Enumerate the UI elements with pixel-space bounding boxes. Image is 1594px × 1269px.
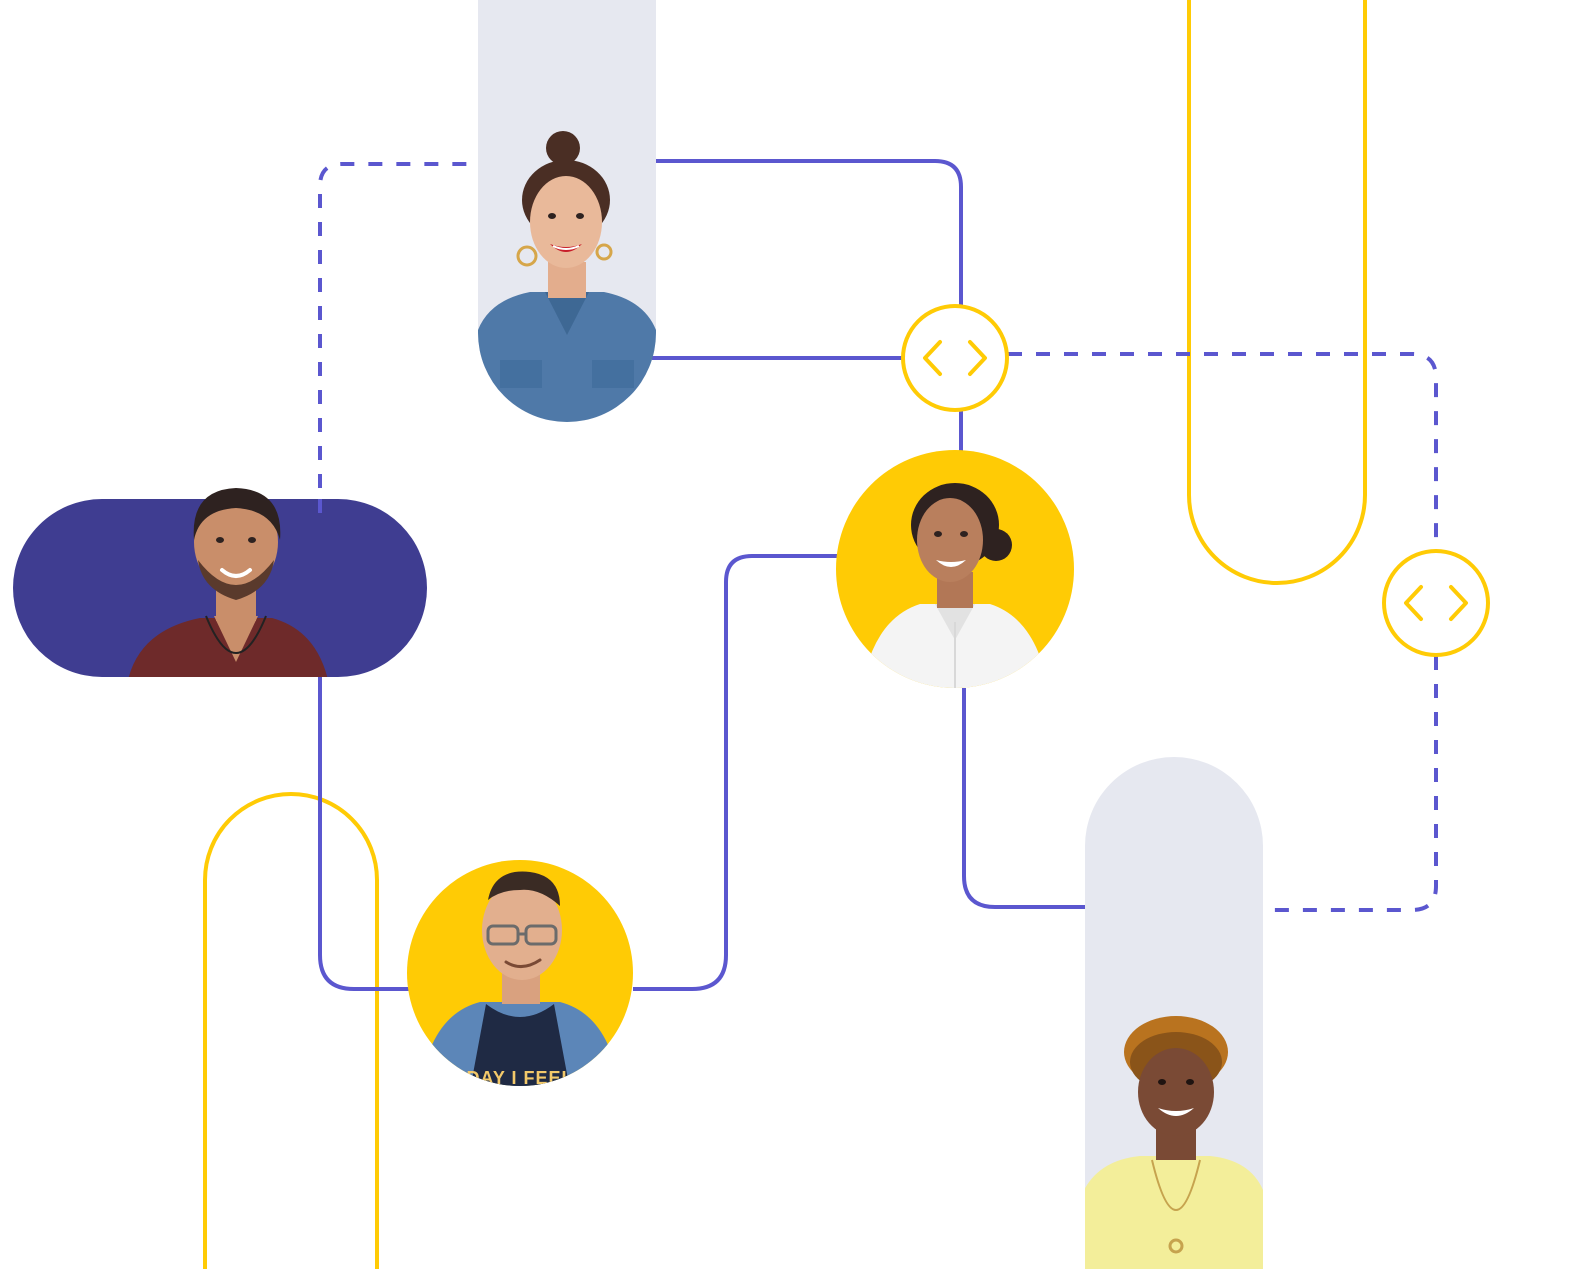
portrait-man-maroon-shirt xyxy=(128,488,328,677)
portrait-woman-white-shirt xyxy=(860,483,1050,688)
code-brackets-icon xyxy=(1404,585,1468,621)
gray-panel-bottom xyxy=(1085,757,1263,1269)
code-node-right xyxy=(1382,549,1490,657)
dashed-connector-top-left xyxy=(318,162,478,516)
portrait-man-glasses-denim: DAY I FEEL xyxy=(420,871,620,1088)
code-brackets-icon xyxy=(923,340,987,376)
code-node-center xyxy=(901,304,1009,412)
connector-panel-to-node xyxy=(656,159,963,306)
connector-circle-to-bottom-circle xyxy=(633,554,838,991)
yellow-arch-bottom-left xyxy=(203,792,379,1269)
connector-circle-to-bottom-panel xyxy=(962,688,1085,909)
yellow-u-top-right xyxy=(1187,0,1367,585)
connector-pill-to-bottom-circle xyxy=(318,677,409,991)
shirt-print-text: DAY I FEEL xyxy=(466,1068,573,1088)
portrait-person-yellow-sweater xyxy=(1085,1016,1263,1269)
dashed-connector-right xyxy=(1008,352,1438,548)
portrait-woman-hair-bun xyxy=(478,131,656,422)
dashed-connector-bottom-right xyxy=(1263,656,1438,912)
